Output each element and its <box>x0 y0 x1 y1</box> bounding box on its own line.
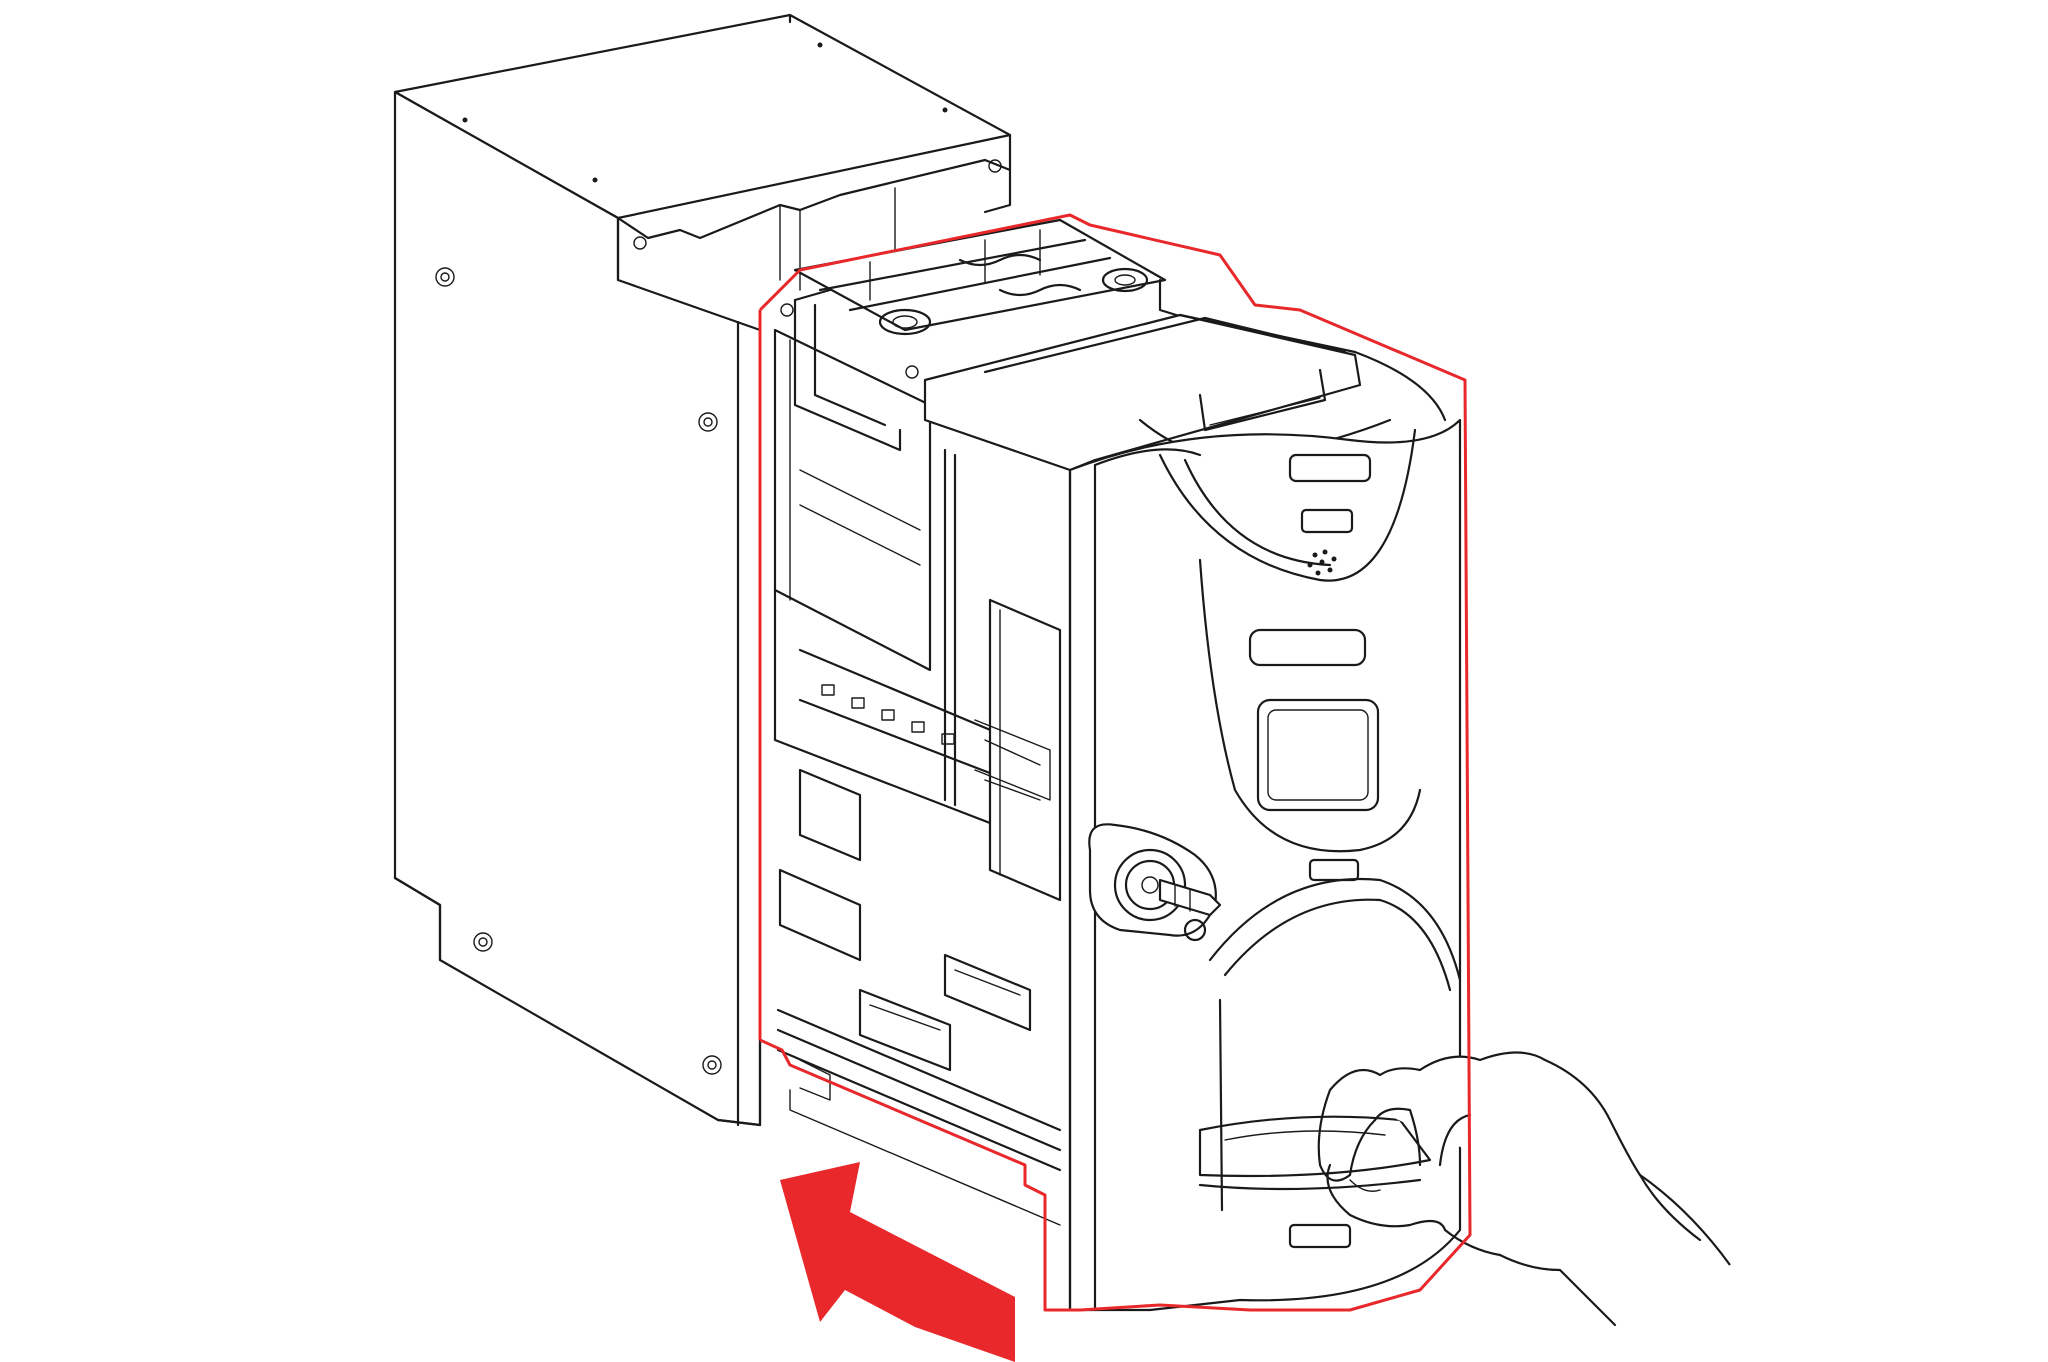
lock-with-key-icon <box>1088 823 1222 942</box>
brand-mark-icon <box>1307 549 1337 576</box>
insert-direction-arrow-icon <box>780 1162 1015 1362</box>
cabinet-housing <box>393 13 1012 1127</box>
inner-mechanism <box>773 218 1227 1226</box>
cassette-highlight-outline <box>758 213 1472 1312</box>
hand-pulling-handle-icon <box>1317 1051 1731 1327</box>
